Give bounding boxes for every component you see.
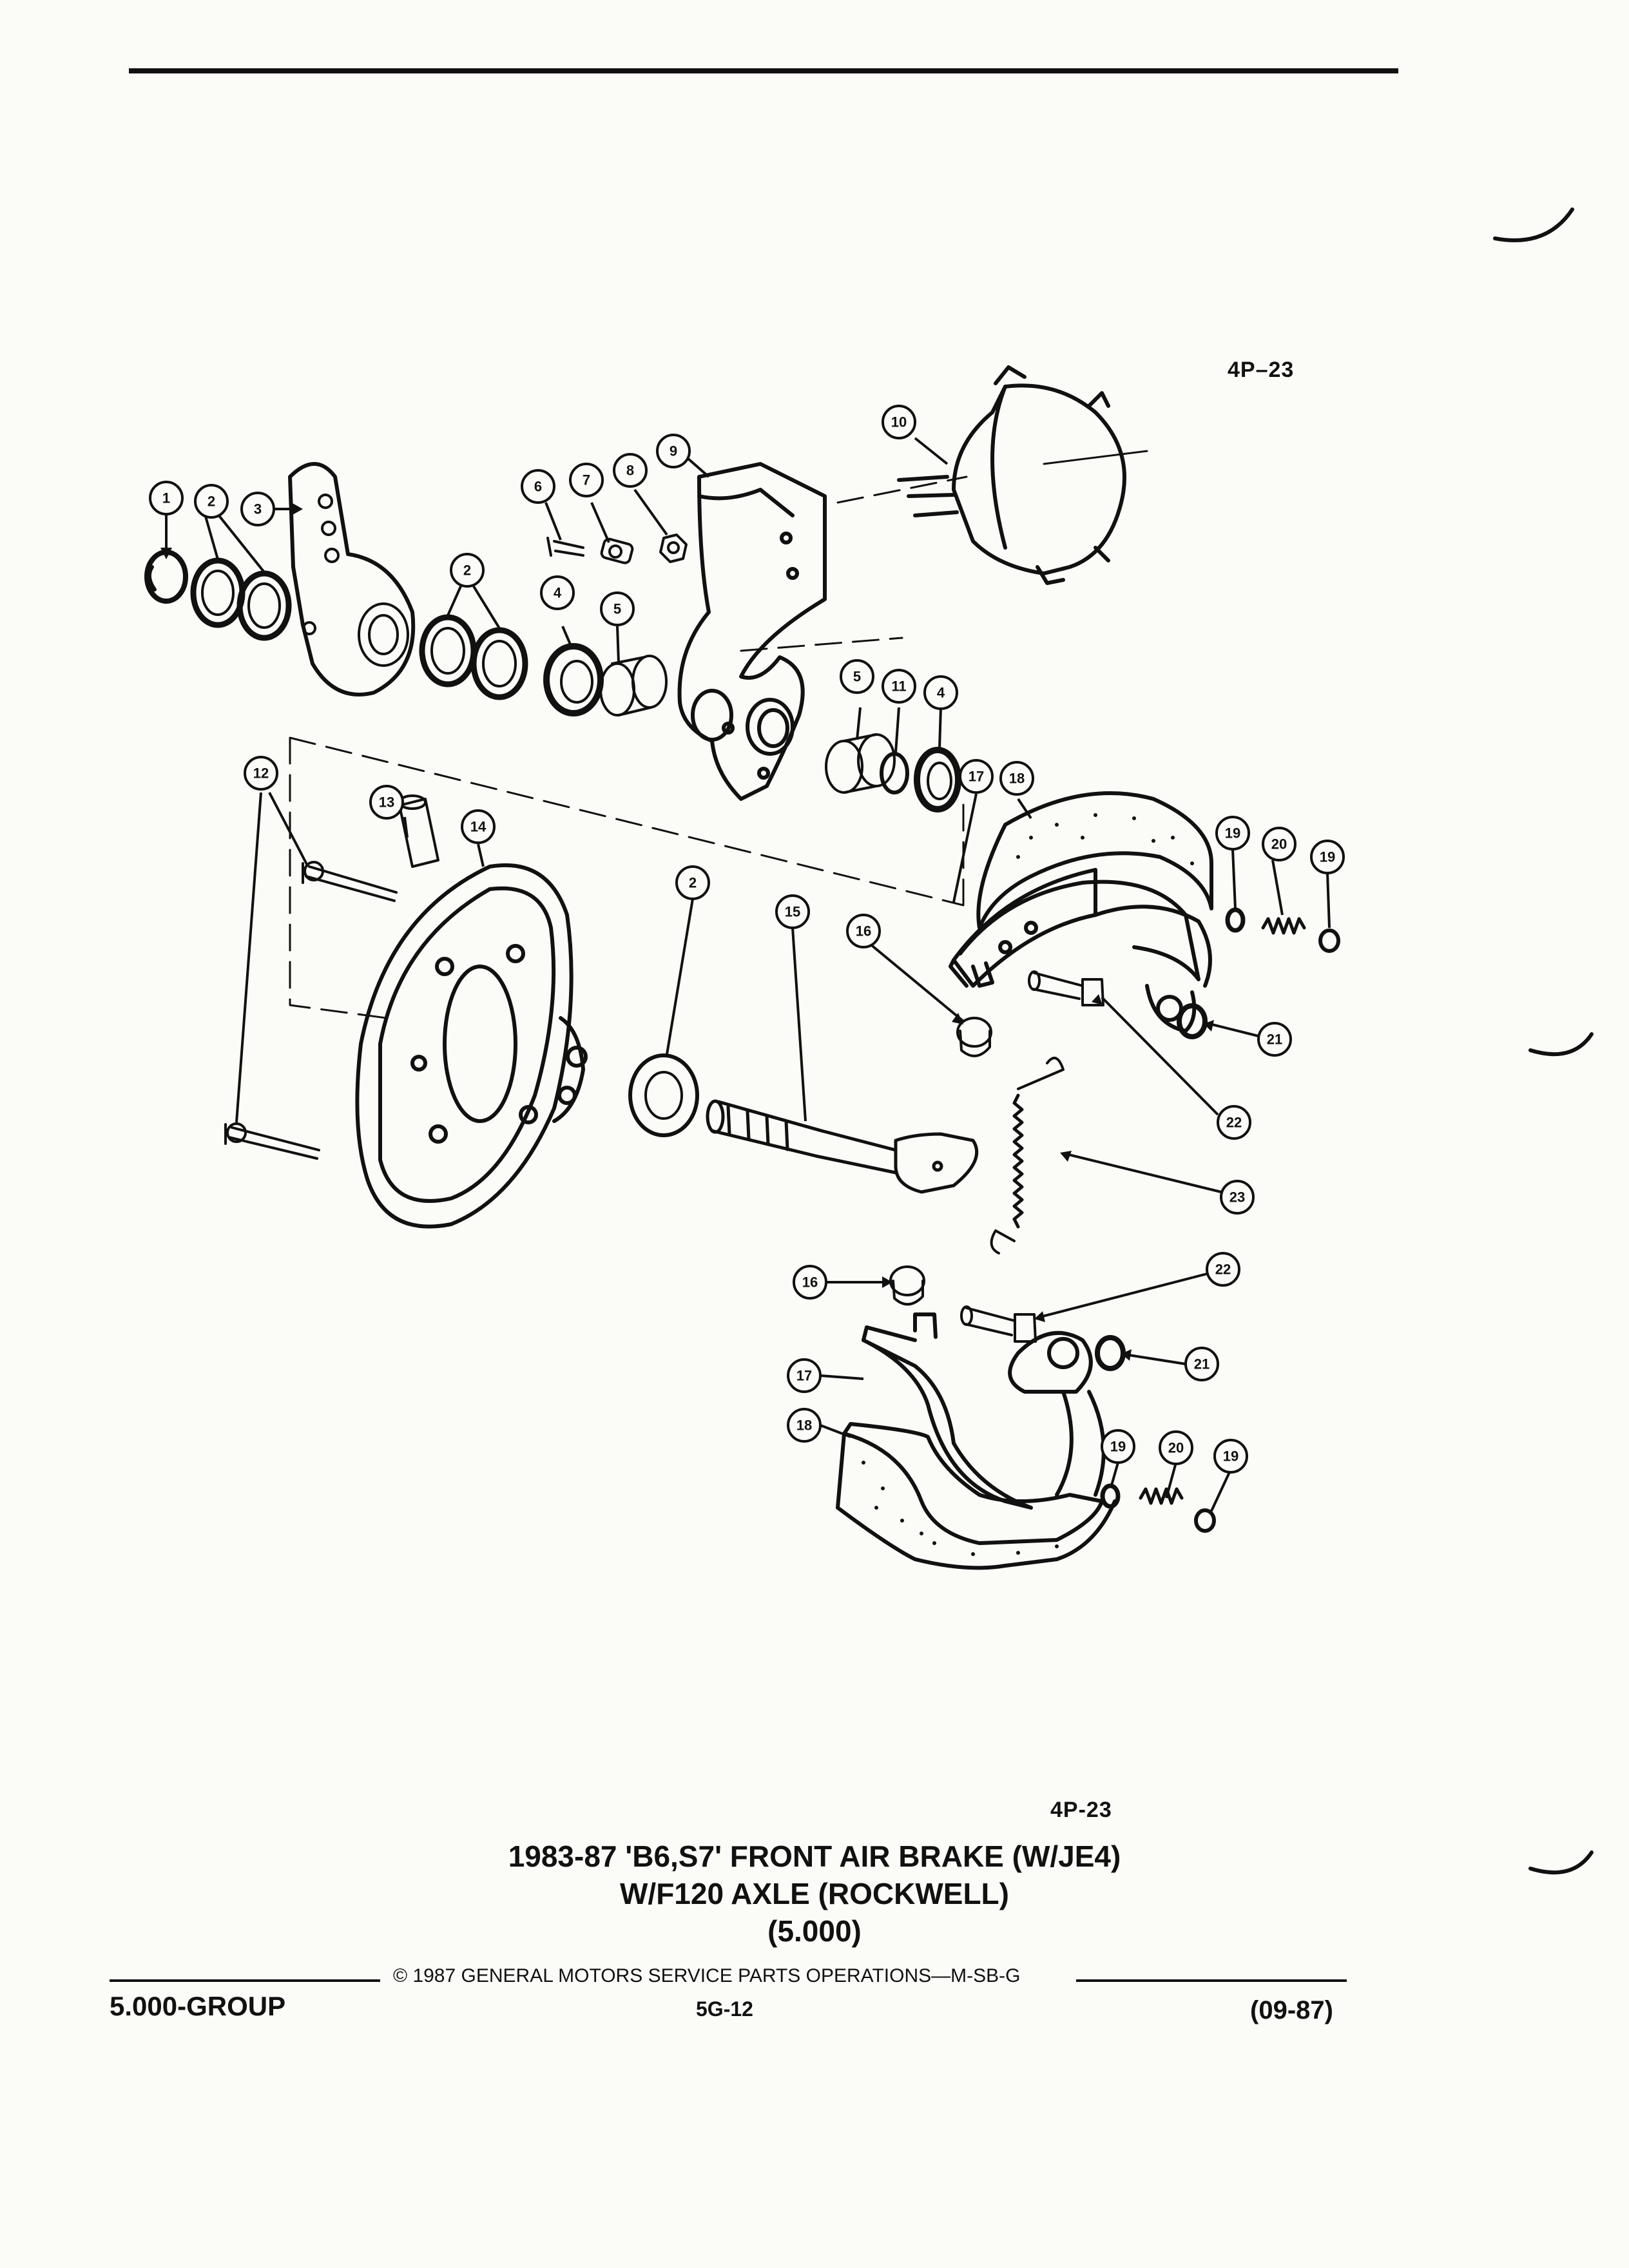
callout-17: 17	[796, 1368, 812, 1384]
part-14-backing-plate	[355, 863, 588, 1229]
page-number: 5G-12	[696, 1997, 753, 2021]
callout-8: 8	[626, 463, 634, 479]
copyright-line: © 1987 GENERAL MOTORS SERVICE PARTS OPER…	[393, 1965, 1021, 1986]
title-line-2: W/F120 AXLE (ROCKWELL)	[620, 1877, 1009, 1910]
callout-4: 4	[554, 585, 562, 601]
callout-12: 12	[253, 765, 269, 782]
callout-21: 21	[1267, 1032, 1282, 1048]
callout-9: 9	[670, 443, 677, 459]
callout-5: 5	[613, 601, 621, 617]
callout-6: 6	[534, 479, 542, 495]
callout-17: 17	[969, 769, 984, 785]
callout-7: 7	[583, 472, 590, 488]
top-rule	[129, 68, 1398, 73]
callout-2: 2	[463, 562, 471, 579]
callout-13: 13	[379, 794, 394, 811]
callout-15: 15	[785, 904, 800, 920]
footer-rule-left	[110, 1979, 380, 1982]
part-15-camshaft	[706, 1099, 979, 1194]
part-1-snap-ring	[144, 550, 188, 604]
callout-19: 19	[1320, 849, 1335, 865]
footer-rule-right	[1076, 1979, 1347, 1982]
callout-2: 2	[207, 494, 215, 510]
figure-code-bottom: 4P-23	[1050, 1798, 1112, 1822]
title-line-1: 1983-87 'B6,S7' FRONT AIR BRAKE (W/JE4)	[508, 1840, 1121, 1873]
callout-10: 10	[891, 414, 907, 430]
callout-20: 20	[1168, 1440, 1184, 1456]
callout-11: 11	[891, 678, 906, 695]
binder-mark-1	[1493, 207, 1574, 242]
title-line-3: (5.000)	[767, 1914, 862, 1948]
part-9-bracket	[677, 462, 827, 801]
callout-5: 5	[853, 669, 861, 685]
binder-mark-3	[1528, 1850, 1594, 1875]
callout-4: 4	[937, 685, 945, 701]
revision-date: (09-87)	[1250, 1996, 1333, 2024]
callout-14: 14	[470, 819, 487, 835]
callout-22: 22	[1226, 1115, 1242, 1131]
callout-16: 16	[802, 1274, 818, 1291]
callout-20: 20	[1271, 836, 1287, 852]
callout-3: 3	[254, 501, 262, 517]
part-10-brake-chamber	[897, 365, 1126, 585]
part-17-18-lower-brake-shoe	[836, 1312, 1117, 1570]
callout-18: 18	[796, 1418, 812, 1434]
callout-2: 2	[689, 875, 697, 891]
callout-22: 22	[1215, 1262, 1231, 1278]
figure-title: 1983-87 'B6,S7' FRONT AIR BRAKE (W/JE4) …	[0, 1838, 1629, 1950]
callout-19: 19	[1110, 1439, 1126, 1455]
callout-23: 23	[1229, 1189, 1245, 1206]
group-label: 5.000-GROUP	[110, 1991, 286, 2021]
figure-code-top: 4P–23	[1228, 358, 1295, 382]
callout-21: 21	[1194, 1356, 1210, 1372]
part-3-slack-adjuster	[288, 462, 416, 697]
callout-16: 16	[856, 923, 871, 939]
part-17-18-upper-brake-shoe	[949, 791, 1213, 1033]
callout-1: 1	[162, 490, 170, 506]
binder-mark-2	[1528, 1032, 1594, 1057]
callout-19: 19	[1225, 825, 1240, 841]
callout-19: 19	[1223, 1448, 1239, 1465]
callout-18: 18	[1009, 771, 1025, 787]
